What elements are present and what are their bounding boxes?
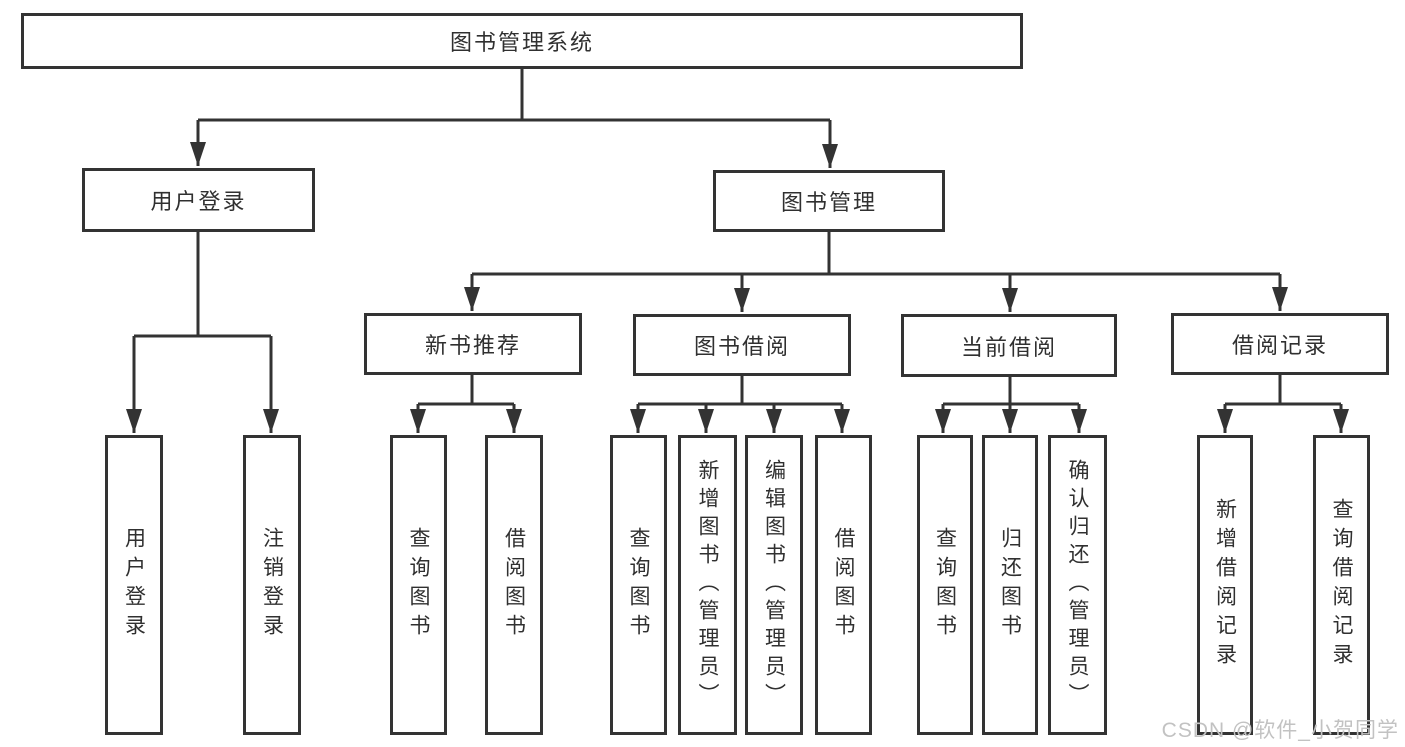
node-leaf-query-books-borrowing: 查询图书 [610,435,667,735]
node-new-book-recommend: 新书推荐 [364,313,582,375]
node-label: 用户登录 [122,527,146,643]
node-leaf-query-borrow-record: 查询借阅记录 [1313,435,1370,735]
node-label: 借阅图书 [832,527,855,643]
node-book-management: 图书管理 [713,170,945,232]
node-leaf-return-books: 归还图书 [982,435,1038,735]
node-label: 新书推荐 [424,333,521,358]
node-label: 新增借阅记录 [1213,498,1237,672]
node-label: 查询图书 [627,527,650,643]
node-leaf-query-books-recommend: 查询图书 [390,435,447,735]
node-label: 新增图书（管理员） [696,459,719,711]
node-label: 编辑图书（管理员） [762,459,786,711]
node-leaf-add-books-admin: 新增图书（管理员） [678,435,737,735]
node-label: 图书管理 [780,190,877,215]
node-leaf-user-login: 用户登录 [105,435,163,735]
node-book-borrowing: 图书借阅 [633,314,851,376]
node-user-login: 用户登录 [82,168,315,232]
csdn-watermark: CSDN @软件_小贺同学 [1161,719,1399,742]
node-borrowing-records: 借阅记录 [1171,313,1389,375]
node-leaf-add-borrow-record: 新增借阅记录 [1197,435,1253,735]
node-label: 查询图书 [407,527,430,643]
node-leaf-edit-books-admin: 编辑图书（管理员） [745,435,803,735]
node-label: 借阅图书 [502,527,526,643]
node-label: 查询图书 [933,527,957,643]
node-label: 注销登录 [260,527,284,643]
node-label: 查询借阅记录 [1330,498,1353,672]
node-root-library-management-system: 图书管理系统 [21,13,1023,69]
node-label: 确认归还（管理员） [1066,459,1089,711]
node-label: 当前借阅 [960,334,1057,360]
node-label: 用户登录 [150,189,247,214]
node-label: 图书管理系统 [449,30,594,55]
node-current-borrowing: 当前借阅 [901,314,1117,377]
node-label: 图书借阅 [693,334,790,359]
node-label: 借阅记录 [1231,333,1328,358]
node-leaf-confirm-return-admin: 确认归还（管理员） [1048,435,1107,735]
node-leaf-query-books-current: 查询图书 [917,435,973,735]
node-leaf-borrow-books: 借阅图书 [815,435,872,735]
node-label: 归还图书 [998,527,1022,643]
node-leaf-logout: 注销登录 [243,435,301,735]
node-leaf-borrow-books-recommend: 借阅图书 [485,435,543,735]
